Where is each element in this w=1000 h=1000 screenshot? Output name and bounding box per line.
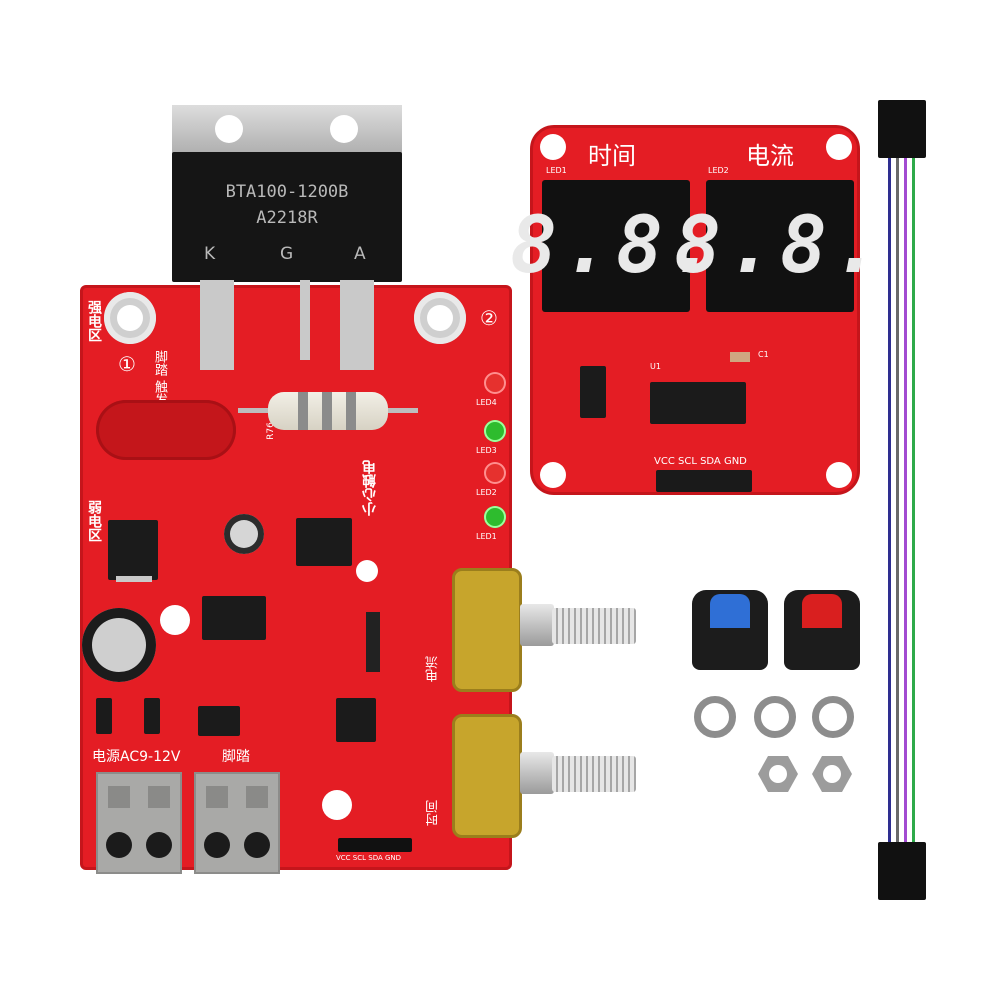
power-terminal-block[interactable] <box>96 772 182 874</box>
hex-nut-1 <box>758 756 798 792</box>
led3-green <box>484 420 506 442</box>
display-mount-hole-tr <box>826 134 852 160</box>
knob-red-cap <box>802 594 842 628</box>
wire-3 <box>904 158 907 846</box>
washer-2 <box>754 696 796 738</box>
display-mount-hole-bl <box>540 462 566 488</box>
header-pin-labels: VCC SCL SDA GND <box>336 854 402 862</box>
time-digits: 8.8. <box>510 201 722 291</box>
regulator-u1 <box>108 520 158 580</box>
diode-d1 <box>96 698 112 734</box>
pot-current-shaft <box>552 608 636 644</box>
snubber-capacitor <box>96 400 236 460</box>
display-led1-label: LED1 <box>546 166 567 175</box>
led4-label: LED4 <box>476 398 497 407</box>
pedal-input-label: 脚踏 <box>222 749 250 765</box>
marker-1: ① <box>118 352 136 376</box>
microcontroller-u7 <box>336 698 376 742</box>
strong-power-zone-label: 强电区 <box>86 300 102 342</box>
time-pot-label: 时间 <box>426 800 441 826</box>
triac-pin-g: G <box>280 244 294 264</box>
led1-green <box>484 506 506 528</box>
led2-label: LED2 <box>476 488 497 497</box>
diode-d2 <box>144 698 160 734</box>
weak-power-zone-label: 弱电区 <box>86 500 102 542</box>
display-current-label: 电流 <box>746 142 794 170</box>
power-input-label: 电源AC9-12V <box>92 749 181 765</box>
wire-4 <box>912 158 915 846</box>
resistor-lead-left <box>238 408 268 413</box>
display-mount-hole-br <box>826 462 852 488</box>
display-diode <box>580 366 606 418</box>
led3-label: LED3 <box>476 446 497 455</box>
potentiometer-time <box>452 714 522 838</box>
cable-connector-bottom <box>878 842 926 900</box>
current-pot-label: 电流 <box>426 656 441 682</box>
display-c1-label: C1 <box>758 350 769 359</box>
pedal-screw-2[interactable] <box>244 832 270 858</box>
mount-hole-mid-right <box>356 560 378 582</box>
potentiometer-current <box>452 568 522 692</box>
optocoupler-u3 <box>296 518 352 566</box>
triac-pin-a: A <box>354 244 366 264</box>
pot-current-bushing <box>520 604 554 646</box>
caution-shock-label: 小心触电 <box>362 460 378 516</box>
wire-1 <box>888 158 891 846</box>
power-resistor <box>268 392 388 430</box>
mount-hole-top-left-center <box>117 305 143 331</box>
triac-heatsink-tab <box>172 105 402 160</box>
display-mount-hole-tl <box>540 134 566 160</box>
pedal-trigger-label: 脚踏 触发 <box>152 350 167 407</box>
mount-hole-top-right-center <box>427 305 453 331</box>
marker-2: ② <box>480 306 498 330</box>
triac-body: BTA100-1200B A2218R K G A <box>172 152 402 282</box>
current-digits: 8.8. <box>674 201 886 291</box>
pedal-terminal-block[interactable] <box>194 772 280 874</box>
triac-leg-g <box>300 280 310 360</box>
hex-nut-2 <box>812 756 852 792</box>
cable-connector-top <box>878 100 926 158</box>
triac-pin-k: K <box>204 244 216 264</box>
triac-model: BTA100-1200B <box>225 182 349 202</box>
pot-time-bushing <box>520 752 554 794</box>
knob-red <box>784 590 860 670</box>
resistor-lead-right <box>388 408 418 413</box>
wire-2 <box>896 158 899 846</box>
display-header-socket[interactable] <box>656 470 752 492</box>
display-led2-label: LED2 <box>708 166 729 175</box>
programming-header <box>366 612 380 672</box>
display-driver-ic <box>650 382 746 424</box>
mount-hole-mid-left <box>160 605 190 635</box>
time-7seg-display: 8.8. <box>510 180 716 312</box>
triac-leg-k <box>200 280 234 370</box>
triac-mount-hole-left <box>215 115 243 143</box>
power-screw-2[interactable] <box>146 832 172 858</box>
display-cap-c1 <box>730 352 750 362</box>
display-u1-label: U1 <box>650 362 661 371</box>
ic-u2 <box>202 596 266 640</box>
triac-mount-hole-right <box>330 115 358 143</box>
washer-3 <box>812 696 854 738</box>
capacitor-small <box>224 514 264 554</box>
pedal-screw-1[interactable] <box>204 832 230 858</box>
display-time-label: 时间 <box>588 142 636 170</box>
bridge-rectifier <box>198 706 240 736</box>
pot-time-shaft <box>552 756 636 792</box>
display-header-main[interactable] <box>338 838 412 852</box>
mount-hole-bottom <box>322 790 352 820</box>
knob-blue <box>692 590 768 670</box>
led1-label: LED1 <box>476 532 497 541</box>
display-header-label: VCC SCL SDA GND <box>654 456 747 467</box>
triac-code: A2218R <box>256 208 318 228</box>
led4-red <box>484 372 506 394</box>
washer-1 <box>694 696 736 738</box>
power-screw-1[interactable] <box>106 832 132 858</box>
knob-blue-cap <box>710 594 750 628</box>
led2-red <box>484 462 506 484</box>
triac-leg-a <box>340 280 374 370</box>
current-7seg-display: 8.8. <box>674 180 880 312</box>
capacitor-large <box>82 608 156 682</box>
